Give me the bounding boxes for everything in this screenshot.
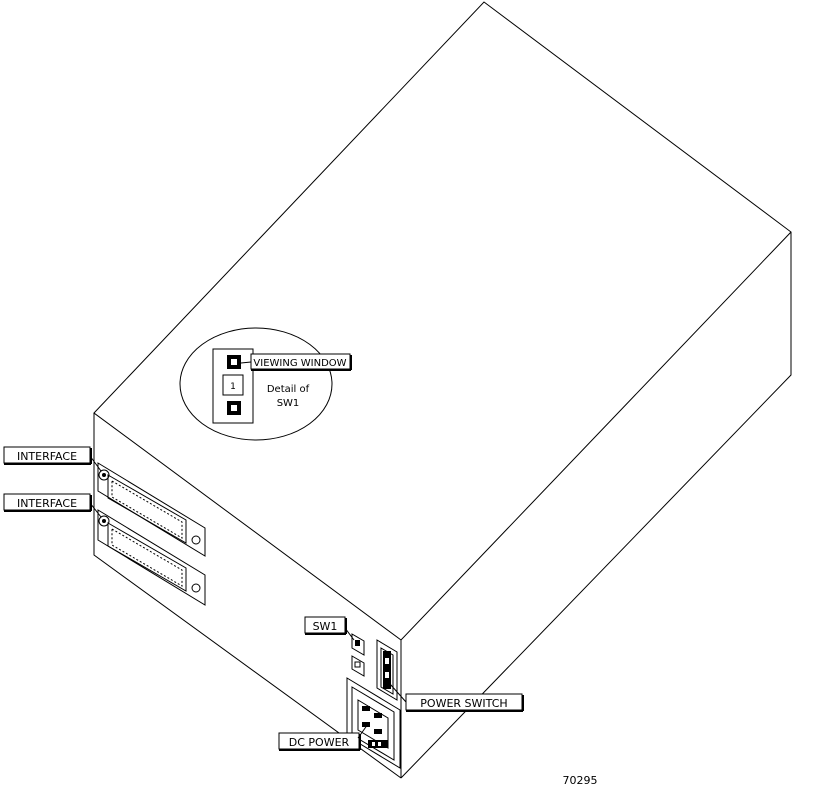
interface-bottom-label: INTERFACE (17, 497, 77, 510)
detail-circle (179, 327, 333, 441)
switch-body (212, 348, 254, 424)
dc-power-connector (346, 677, 401, 769)
sw1-detail: 1 VIEWING WINDOW Detail of SW1 (179, 327, 352, 441)
interface-bottom-callout: INTERFACE (3, 493, 102, 518)
switch-position-box (222, 374, 244, 396)
enclosure (93, 1, 792, 779)
interface-top-callout: INTERFACE (3, 446, 102, 472)
sw1-callout: SW1 (304, 616, 355, 641)
detail-label-line1: Detail of (267, 384, 310, 395)
viewing-window-label: VIEWING WINDOW (253, 358, 346, 369)
sw1-switch (351, 633, 365, 677)
power-switch (376, 639, 398, 701)
dc-power-callout: DC POWER (278, 723, 369, 751)
dc-power-label: DC POWER (289, 736, 350, 749)
detail-label-line2: SW1 (277, 398, 300, 409)
interface-top-label: INTERFACE (17, 450, 77, 463)
interface-connector-top (97, 462, 206, 557)
power-switch-callout: POWER SWITCH (389, 683, 524, 712)
interface-connector-bottom (97, 509, 206, 606)
figure-number: 70295 (563, 774, 598, 787)
sw1-label: SW1 (313, 620, 338, 633)
switch-number: 1 (230, 382, 236, 392)
power-switch-label: POWER SWITCH (420, 697, 507, 710)
